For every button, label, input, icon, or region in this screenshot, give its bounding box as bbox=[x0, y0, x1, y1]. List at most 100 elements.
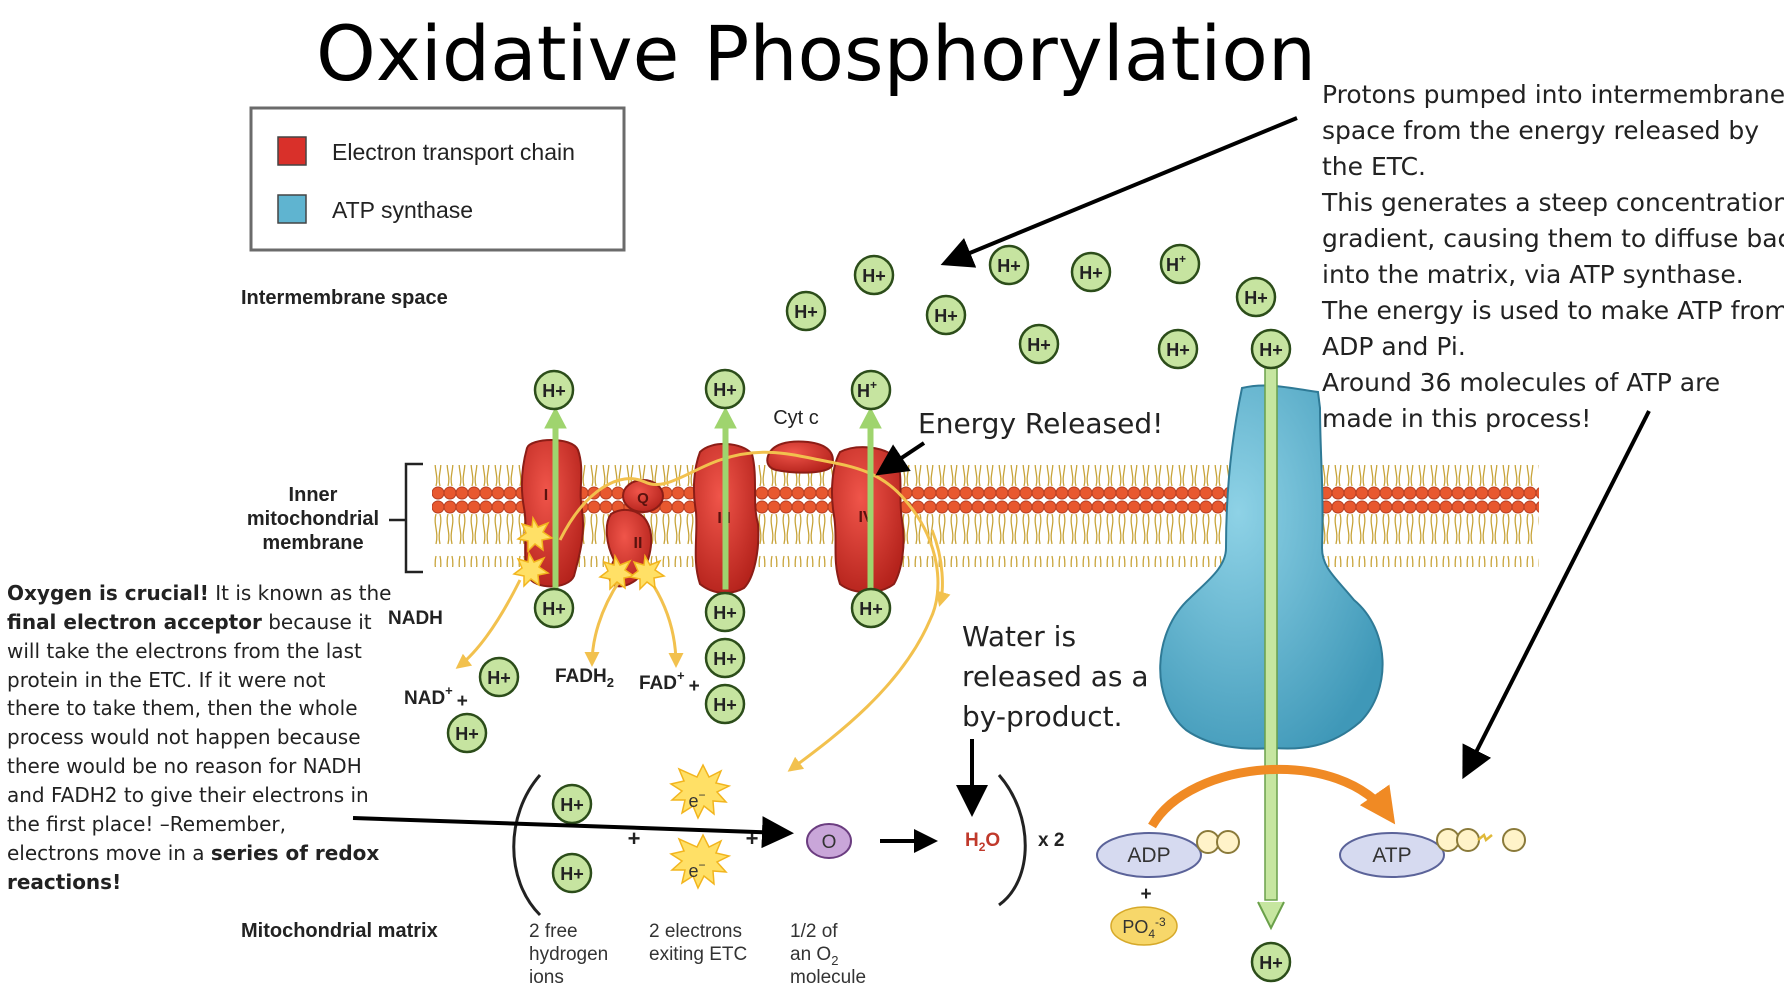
adp-molecule: ADP bbox=[1096, 830, 1240, 878]
intermembrane-label: Intermembrane space bbox=[241, 287, 448, 309]
svg-text:H+: H+ bbox=[487, 668, 511, 688]
cytochrome-c: Cyt c bbox=[766, 407, 834, 474]
svg-text:H+: H+ bbox=[859, 599, 883, 619]
h-plus-ion: H+ bbox=[1159, 243, 1201, 285]
svg-text:H+: H+ bbox=[1166, 252, 1186, 275]
svg-text:ADP: ADP bbox=[1127, 844, 1170, 867]
oxygen-atom: O bbox=[806, 823, 852, 859]
h-plus-ion: H+ bbox=[1235, 276, 1277, 318]
h-plus-ion: H+ bbox=[988, 244, 1030, 286]
plus-sign: + bbox=[628, 826, 641, 851]
svg-text:H+: H+ bbox=[1079, 263, 1103, 283]
atp-synthesis-arrow bbox=[1148, 764, 1396, 829]
h-plus-ion: H+ bbox=[704, 591, 746, 633]
h-plus-ion: H+ bbox=[1250, 328, 1292, 370]
legend-etc-label: Electron transport chain bbox=[332, 139, 575, 165]
svg-text:This generates a steep concent: This generates a steep concentration bbox=[1321, 188, 1784, 217]
svg-text:protein in the ETC. If it were: protein in the ETC. If it were not bbox=[7, 668, 326, 692]
svg-text:and FADH2 to give their electr: and FADH2 to give their electrons in bbox=[7, 783, 369, 807]
svg-text:H+: H+ bbox=[455, 724, 479, 744]
h-plus-ion: H+ bbox=[704, 683, 746, 725]
h-plus-ion: H+ bbox=[925, 294, 967, 336]
nad-plus-label: NAD++ bbox=[404, 683, 468, 712]
h-plus-ion: H+ bbox=[446, 712, 488, 754]
svg-text:H+: H+ bbox=[1259, 340, 1283, 360]
adp-plus: + bbox=[1140, 884, 1151, 905]
svg-text:into the matrix, via ATP synth: into the matrix, via ATP synthase. bbox=[1322, 260, 1744, 289]
proton-pump-arrows bbox=[544, 406, 882, 590]
matrix-label: Mitochondrial matrix bbox=[241, 920, 438, 942]
h-plus-ion: H+ bbox=[551, 783, 593, 825]
svg-text:H+: H+ bbox=[713, 603, 737, 623]
reaction-parentheses bbox=[512, 774, 1027, 917]
svg-text:space from the energy released: space from the energy released by bbox=[1322, 116, 1759, 145]
svg-text:H+: H+ bbox=[560, 864, 584, 884]
svg-text:H+: H+ bbox=[857, 378, 877, 401]
svg-text:H+: H+ bbox=[560, 795, 584, 815]
svg-text:Cyt c: Cyt c bbox=[773, 407, 819, 429]
h-plus-ion: H+ bbox=[1070, 251, 1112, 293]
h-plus-ion: H+ bbox=[478, 656, 520, 698]
svg-text:PO4-3: PO4-3 bbox=[1122, 915, 1166, 941]
electron: e− bbox=[669, 833, 732, 890]
h-plus-ion: H+ bbox=[785, 290, 827, 332]
svg-text:H+: H+ bbox=[1027, 335, 1051, 355]
svg-text:The energy is used to make ATP: The energy is used to make ATP from bbox=[1321, 296, 1784, 325]
protons-annotation: Protons pumped into intermembrane space … bbox=[1321, 80, 1784, 433]
phosphate: PO4-3 bbox=[1110, 906, 1178, 946]
svg-text:will take the electrons from t: will take the electrons from the last bbox=[7, 639, 362, 663]
svg-text:the first place! –Remember,: the first place! –Remember, bbox=[7, 812, 286, 836]
h-plus-ion: H+ bbox=[853, 254, 895, 296]
svg-text:e−: e− bbox=[688, 788, 705, 811]
svg-text:H+: H+ bbox=[862, 266, 886, 286]
svg-text:H+: H+ bbox=[1244, 288, 1268, 308]
svg-text:Q: Q bbox=[637, 490, 649, 507]
oxygen-arrow bbox=[352, 816, 794, 849]
svg-text:O: O bbox=[822, 832, 837, 853]
legend: Electron transport chain ATP synthase bbox=[249, 106, 626, 252]
h-plus-ion: H+ bbox=[850, 587, 892, 629]
svg-text:ATP: ATP bbox=[1372, 844, 1411, 867]
etc-swatch bbox=[277, 136, 307, 166]
membrane-bracket bbox=[389, 462, 423, 574]
h-plus-ion: H+ bbox=[1250, 941, 1292, 983]
svg-text:e−: e− bbox=[688, 858, 705, 881]
svg-text:I: I bbox=[544, 487, 548, 504]
svg-text:Inner: Inner bbox=[289, 484, 338, 506]
svg-text:by-product.: by-product. bbox=[962, 700, 1123, 733]
svg-text:H+: H+ bbox=[997, 256, 1021, 276]
svg-text:made in this process!: made in this process! bbox=[1322, 404, 1591, 433]
svg-text:H+: H+ bbox=[713, 380, 737, 400]
energy-sparks bbox=[512, 515, 666, 591]
nadh-label: NADH bbox=[388, 608, 443, 629]
svg-text:H+: H+ bbox=[1166, 340, 1190, 360]
svg-text:Water is: Water is bbox=[962, 620, 1076, 653]
h-plus-ion: H+ bbox=[1157, 328, 1199, 370]
fad-plus-label: FAD++ bbox=[639, 668, 700, 697]
h-plus-ion: H+ bbox=[533, 369, 575, 411]
atp-molecule: ATP bbox=[1339, 828, 1526, 878]
svg-text:there would be no reason for N: there would be no reason for NADH bbox=[7, 754, 362, 778]
membrane-bilayer bbox=[432, 465, 1539, 567]
oxygen-annotation: Oxygen is crucial! It is known as the fi… bbox=[7, 581, 391, 894]
energy-released-arrow bbox=[875, 441, 926, 476]
page-title: Oxidative Phosphorylation bbox=[316, 9, 1316, 98]
q-carrier: Q bbox=[622, 479, 664, 513]
svg-text:membrane: membrane bbox=[262, 532, 363, 554]
membrane-label: Inner mitochondrial membrane bbox=[247, 484, 379, 554]
fadh2-label: FADH2 bbox=[555, 666, 614, 690]
svg-text:H+: H+ bbox=[542, 381, 566, 401]
svg-text:H+: H+ bbox=[542, 599, 566, 619]
atp-swatch bbox=[277, 194, 307, 224]
legend-atp-label: ATP synthase bbox=[332, 197, 473, 223]
svg-text:H+: H+ bbox=[794, 302, 818, 322]
h-plus-ion: H+ bbox=[850, 369, 892, 411]
atp-arrow bbox=[1462, 410, 1651, 780]
energy-released-annotation: Energy Released! bbox=[918, 407, 1163, 440]
water-annotation: Water is released as a by-product. bbox=[962, 620, 1149, 733]
svg-text:H+: H+ bbox=[1259, 953, 1283, 973]
svg-text:Oxygen is crucial! It is known: Oxygen is crucial! It is known as the bbox=[7, 581, 391, 605]
